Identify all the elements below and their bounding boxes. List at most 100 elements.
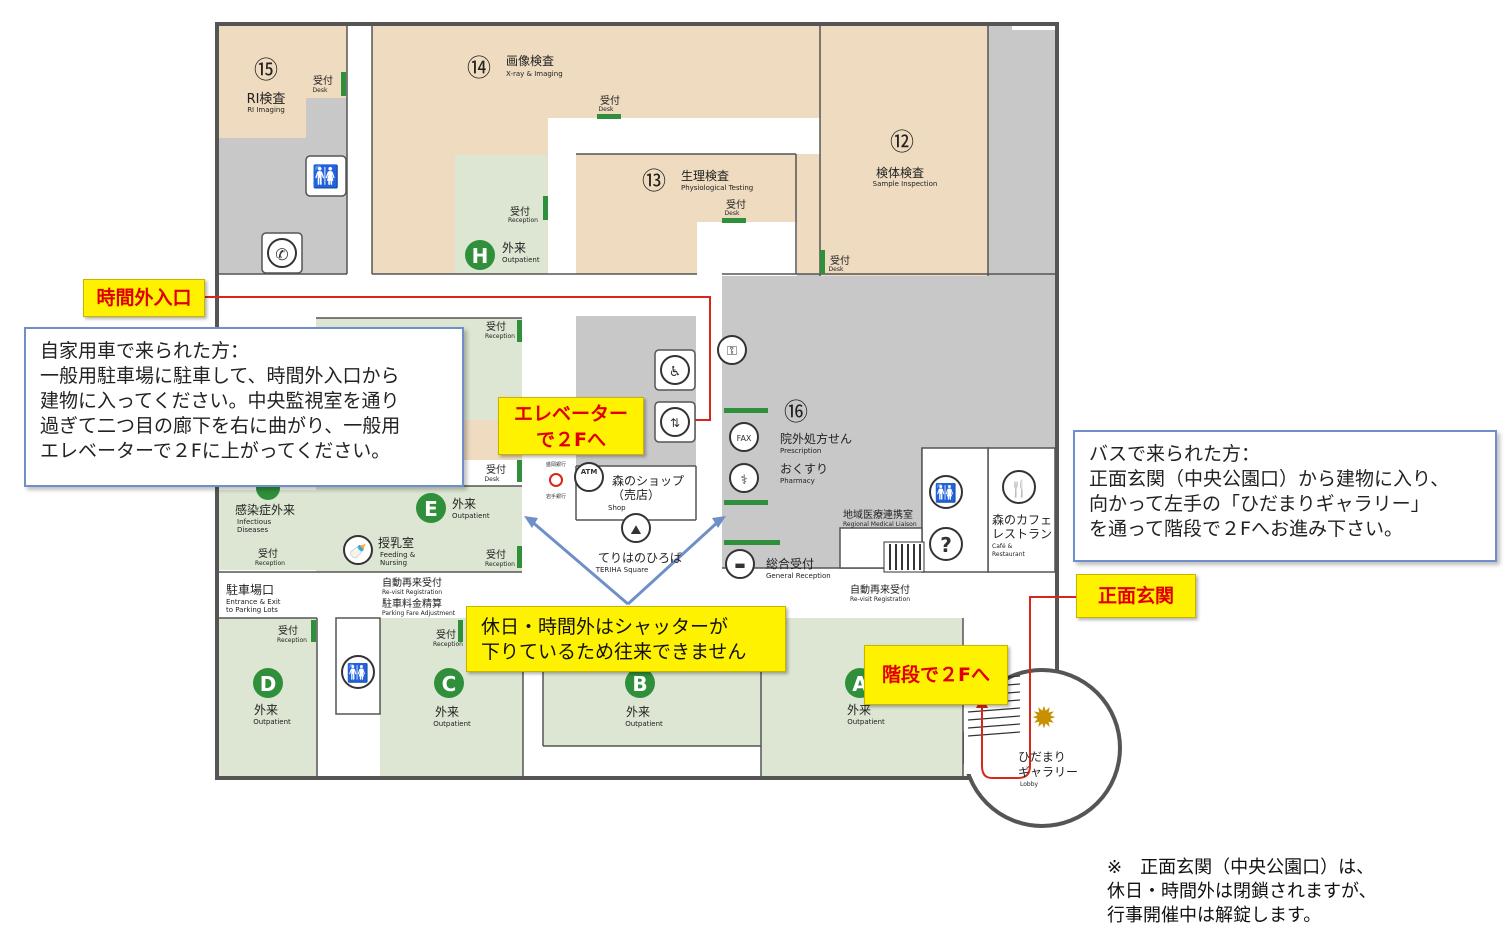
- cutlery-icon: 🍴: [1002, 470, 1036, 504]
- square-en: TERIHA Square: [595, 566, 649, 574]
- badge-d: D: [253, 668, 283, 698]
- room-12-name: 検体検査: [876, 166, 924, 180]
- route-main-entrance: [981, 596, 1078, 779]
- footnote-line: 行事開催中は解錠します。: [1107, 905, 1322, 926]
- cafe-en1: Café &: [992, 543, 1013, 550]
- reception-desk-icon: ▬: [725, 549, 755, 579]
- cafe-name2: レストラン: [992, 527, 1052, 541]
- badge-h-letter: H: [472, 244, 489, 268]
- room-12-en: Sample Inspection: [873, 180, 938, 188]
- svg-text:⚕: ⚕: [740, 473, 747, 488]
- room-13-desk-en: Desk: [725, 210, 740, 217]
- car-callout-line: 過ぎて二つ目の廊下を右に曲がり、一般用: [40, 415, 401, 437]
- svg-text:⚿: ⚿: [727, 344, 737, 359]
- gallery-name2: ギャラリー: [1018, 765, 1078, 779]
- key-icon: ⚿: [717, 335, 747, 365]
- footnote: ※ 正面玄関（中央公園口）は、 休日・時間外は閉鎖されますが、 行事開催中は解錠…: [1107, 856, 1377, 928]
- room-12-desk-en: Desk: [829, 266, 844, 273]
- stairs-tag: 階段で２Fへ: [864, 645, 1008, 705]
- footnote-line: 休日・時間外は閉鎖されますが、: [1107, 881, 1377, 902]
- route-after-hours: [205, 296, 711, 421]
- parking-exit-name: 駐車場口: [226, 582, 274, 597]
- upper-left-desk: 受付: [486, 320, 506, 333]
- cafe-en2: Restaurant: [992, 551, 1025, 558]
- room-g-desk: 受付: [258, 547, 278, 560]
- shutter-line-2: 下りているため往来できません: [481, 641, 747, 663]
- car-callout-line: 建物に入ってください。中央監視室を通り: [40, 390, 400, 412]
- revisit1-en: Re-visit Registration: [382, 589, 442, 596]
- car-callout-line: 自家用車で来られた方：: [40, 340, 250, 362]
- room-12-desk: 受付: [830, 254, 850, 267]
- room-c-desk: 受付: [436, 628, 456, 641]
- badge-d-letter: D: [260, 672, 277, 696]
- bus-callout-line: 正面玄関（中央公園口）から建物に入り、: [1089, 468, 1450, 490]
- room-e-desk-en: Reception: [485, 561, 515, 568]
- car-callout: 自家用車で来られた方： 一般用駐車場に駐車して、時間外入口から 建物に入ってくだ…: [24, 327, 464, 487]
- svg-text:♿: ♿: [669, 364, 682, 380]
- after-hours-entrance-tag: 時間外入口: [83, 279, 205, 317]
- fax-icon: FAX: [729, 422, 759, 452]
- room-g-en2: Diseases: [237, 526, 269, 534]
- room-14-desk-en: Desk: [599, 106, 614, 113]
- svg-text:🍴: 🍴: [1009, 479, 1029, 498]
- svg-text:✆: ✆: [275, 245, 288, 264]
- question-icon: ?: [929, 527, 963, 561]
- room-g-name: 感染症外来: [235, 502, 295, 517]
- badge-e: E: [416, 493, 446, 523]
- feeding-icon: 🍼: [343, 535, 373, 565]
- bus-callout: バスで来られた方： 正面玄関（中央公園口）から建物に入り、 向かって左手の「ひだ…: [1073, 430, 1497, 562]
- room-d-desk: 受付: [278, 624, 298, 637]
- bus-callout-line: バスで来られた方：: [1089, 443, 1261, 465]
- general-reception-en: General Reception: [766, 572, 831, 580]
- room-16-number: ⑯: [784, 398, 808, 426]
- room-13-desk: 受付: [726, 198, 746, 211]
- cafe-name1: 森のカフェ: [992, 512, 1052, 527]
- shutter-notice: 休日・時間外はシャッターが 下りているため往来できません: [466, 606, 786, 672]
- room-14-number: ⑭: [467, 54, 491, 82]
- mid-left-desk-en: Desk: [485, 476, 500, 483]
- bus-callout-line: 向かって左手の「ひだまりギャラリー」: [1089, 493, 1430, 515]
- parking-exit-en1: Entrance & Exit: [226, 598, 281, 606]
- room-d-desk-en: Reception: [277, 637, 307, 644]
- room-15-desk: 受付: [313, 74, 333, 87]
- sun-icon: ✹: [1031, 701, 1056, 736]
- room-g-en1: Infectious: [237, 518, 272, 526]
- revisit2-en: Re-visit Registration: [850, 596, 910, 603]
- shutter-line-1: 休日・時間外はシャッターが: [481, 616, 729, 638]
- phone-icon: ✆: [261, 232, 303, 274]
- feeding-en2: Nursing: [380, 559, 407, 567]
- cafe-block: [987, 447, 1056, 573]
- room-c-desk-en: Reception: [433, 641, 463, 648]
- room-b-name: 外来: [626, 705, 650, 719]
- svg-text:⇅: ⇅: [670, 416, 680, 430]
- bank-name-1: 盛岡銀行: [546, 461, 566, 468]
- room-h-desk: 受付: [510, 205, 530, 218]
- parking-exit-en2: to Parking Lots: [226, 606, 278, 614]
- badge-h: H: [465, 240, 495, 270]
- svg-text:?: ?: [940, 533, 952, 557]
- revisit1-name: 自動再来受付: [382, 576, 442, 589]
- room-d-name: 外来: [254, 703, 278, 717]
- bank-icon: 盛岡銀行 岩手銀行: [546, 461, 566, 500]
- svg-text:▬: ▬: [734, 558, 745, 572]
- elevator-tag: エレベーター で２Fへ: [498, 397, 644, 455]
- feeding-en1: Feeding &: [380, 551, 416, 559]
- toilet-icon-right: 🚻: [929, 475, 963, 509]
- room-16-name2: おくすり: [780, 462, 828, 476]
- shop-name2: （売店）: [612, 487, 660, 502]
- footnote-line: ※ 正面玄関（中央公園口）は、: [1107, 857, 1375, 878]
- gallery-en: Lobby: [1020, 781, 1039, 788]
- svg-text:⛰: ⛰: [631, 523, 642, 538]
- room-13-number: ⑬: [642, 167, 666, 195]
- room-b-en: Outpatient: [625, 720, 663, 728]
- svg-text:✹: ✹: [1031, 701, 1056, 736]
- badge-e-letter: E: [424, 497, 438, 521]
- atm-icon: ATM: [574, 462, 604, 492]
- main-entrance-label: 正面玄関: [1097, 585, 1174, 607]
- mid-left-desk: 受付: [486, 463, 506, 476]
- room-e-en: Outpatient: [452, 512, 490, 520]
- stairs-label: 階段で２Fへ: [882, 664, 990, 686]
- room-14-desk: 受付: [600, 94, 620, 107]
- badge-c-letter: C: [442, 672, 457, 696]
- gallery-name1: ひだまり: [1018, 750, 1066, 764]
